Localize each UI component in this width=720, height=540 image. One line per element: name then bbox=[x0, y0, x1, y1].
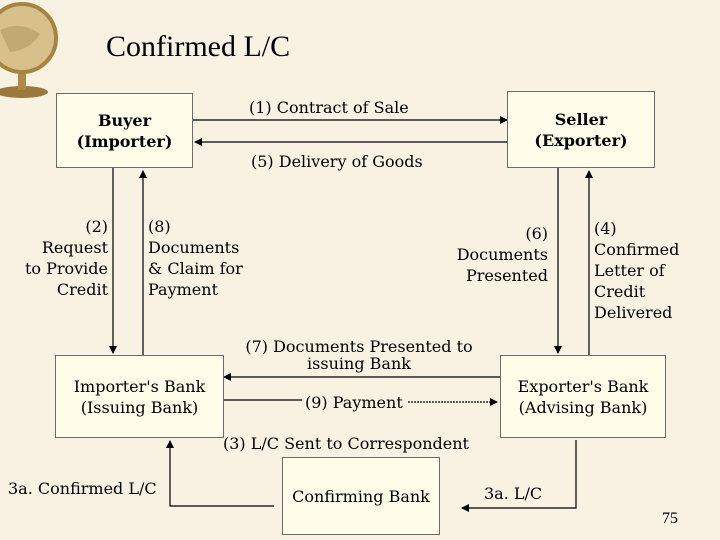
step-2-label: (2) Request to Provide Credit bbox=[24, 217, 108, 299]
buyer-box: Buyer (Importer) bbox=[56, 93, 193, 168]
importers-bank-box: Importer's Bank (Issuing Bank) bbox=[55, 355, 224, 438]
exporters-bank-box: Exporter's Bank (Advising Bank) bbox=[500, 355, 666, 438]
seller-label: Seller (Exporter) bbox=[534, 109, 628, 150]
arrow-confirmed-lc bbox=[166, 440, 274, 507]
step-9-label: (9) Payment bbox=[305, 393, 403, 412]
page-number: 75 bbox=[662, 510, 678, 527]
step-3a-left-label: 3a. Confirmed L/C bbox=[8, 479, 157, 498]
step-8-label: (8) Documents & Claim for Payment bbox=[148, 217, 243, 299]
arrow-lc-to-confirming bbox=[461, 440, 577, 512]
confirming-bank-box: Confirming Bank bbox=[282, 457, 440, 535]
step-7-label: (7) Documents Presented to issuing Bank bbox=[245, 337, 473, 373]
globe-icon bbox=[0, 2, 58, 98]
page-title: Confirmed L/C bbox=[106, 30, 291, 63]
step-3-label: (3) L/C Sent to Correspondent bbox=[223, 434, 469, 453]
step-3a-right-label: 3a. L/C bbox=[484, 484, 543, 503]
buyer-label: Buyer (Importer) bbox=[76, 110, 173, 151]
step-1-label: (1) Contract of Sale bbox=[249, 98, 409, 117]
step-5-label: (5) Delivery of Goods bbox=[251, 152, 423, 171]
importers-bank-label: Importer's Bank (Issuing Bank) bbox=[73, 376, 206, 417]
seller-box: Seller (Exporter) bbox=[507, 91, 655, 168]
step-6-label: (6) Documents Presented bbox=[456, 224, 548, 285]
confirming-bank-label: Confirming Bank bbox=[292, 486, 430, 506]
step-4-label: (4) Confirmed Letter of Credit Delivered bbox=[594, 219, 680, 322]
exporters-bank-label: Exporter's Bank (Advising Bank) bbox=[517, 376, 649, 417]
